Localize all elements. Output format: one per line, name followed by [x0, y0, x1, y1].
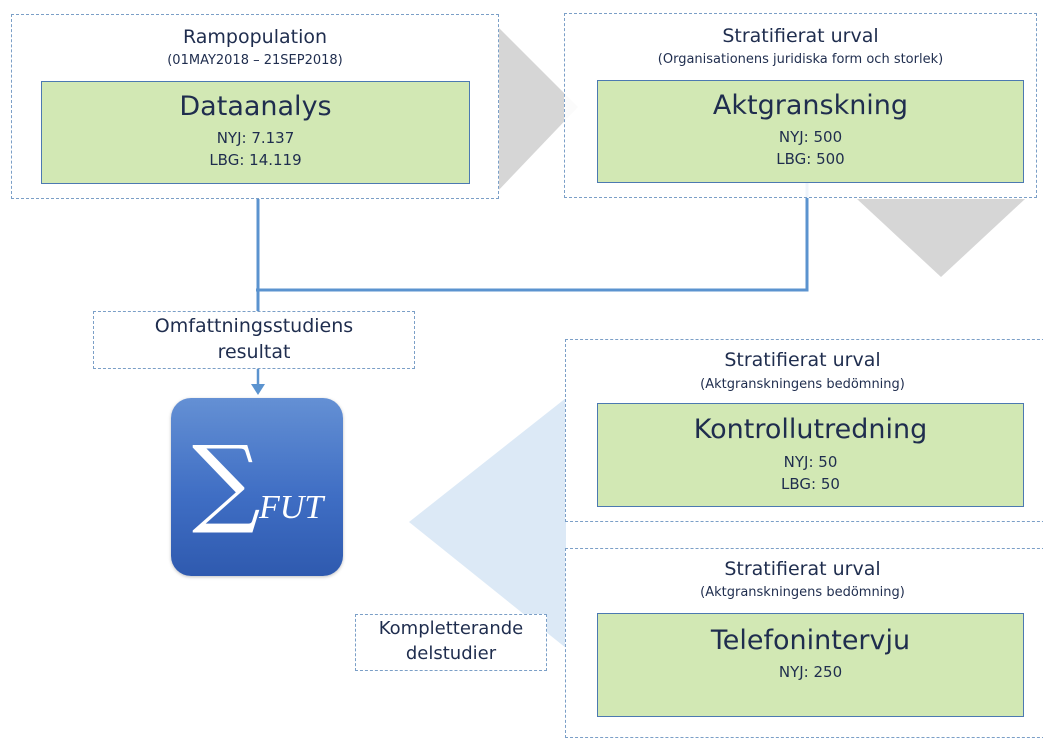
nyj-value: NYJ: 500 — [778, 128, 843, 146]
lbg-value: LBG: 50 — [781, 475, 840, 493]
nyj-value: NYJ: 50 — [783, 453, 838, 471]
sigma-glyph: ∑ — [192, 425, 261, 537]
panel-title: Stratifierat urval — [724, 558, 881, 580]
connector-line — [256, 181, 809, 292]
rampopulation-panel: Rampopulation (01MAY2018 – 21SEP2018) Da… — [11, 14, 499, 199]
panel-title: Rampopulation — [182, 26, 328, 48]
label-line: resultat — [217, 341, 291, 363]
aktgranskning-panel: Stratifierat urval (Organisationens juri… — [564, 13, 1037, 198]
panel-title: Stratifierat urval — [724, 349, 881, 371]
box-title: Telefonintervju — [710, 625, 911, 656]
telefonintervju-panel: Stratifierat urval (Aktgranskningens bed… — [565, 548, 1043, 738]
nyj-value: NYJ: 250 — [778, 663, 843, 681]
light-blue-arrow-left — [409, 398, 566, 648]
telefonintervju-box: Telefonintervju NYJ: 250 — [597, 613, 1024, 717]
aktgranskning-box: Aktgranskning NYJ: 500 LBG: 500 — [597, 80, 1024, 183]
nyj-value: NYJ: 7.137 — [216, 129, 295, 147]
label-line: delstudier — [405, 643, 497, 664]
panel-title: Stratifierat urval — [722, 25, 879, 47]
fut-label: FUT — [259, 489, 324, 526]
dataanalys-box: Dataanalys NYJ: 7.137 LBG: 14.119 — [41, 81, 470, 184]
fut-sum-icon: ∑ FUT — [171, 398, 343, 576]
gray-arrow-down — [857, 199, 1025, 277]
kompletterande-label-box: Kompletterande delstudier — [355, 614, 547, 671]
lbg-value: LBG: 14.119 — [209, 151, 302, 169]
lbg-value: LBG: 500 — [776, 150, 845, 168]
label-line: Kompletterande — [378, 618, 524, 639]
arrow-head — [251, 384, 265, 395]
kontrollutredning-panel: Stratifierat urval (Aktgranskningens bed… — [565, 339, 1043, 522]
box-title: Kontrollutredning — [693, 414, 928, 445]
box-title: Aktgranskning — [712, 90, 909, 121]
kontrollutredning-box: Kontrollutredning NYJ: 50 LBG: 50 — [597, 403, 1024, 507]
box-title: Dataanalys — [179, 91, 332, 122]
panel-subtitle: (Organisationens juridiska form och stor… — [657, 52, 944, 67]
omfattning-label-box: Omfattningsstudiens resultat — [93, 311, 415, 369]
panel-period: (01MAY2018 – 21SEP2018) — [167, 53, 343, 68]
gray-arrow-right — [495, 24, 578, 194]
label-line: Omfattningsstudiens — [154, 315, 354, 337]
panel-subtitle: (Aktgranskningens bedömning) — [700, 585, 905, 600]
panel-subtitle: (Aktgranskningens bedömning) — [700, 377, 905, 392]
